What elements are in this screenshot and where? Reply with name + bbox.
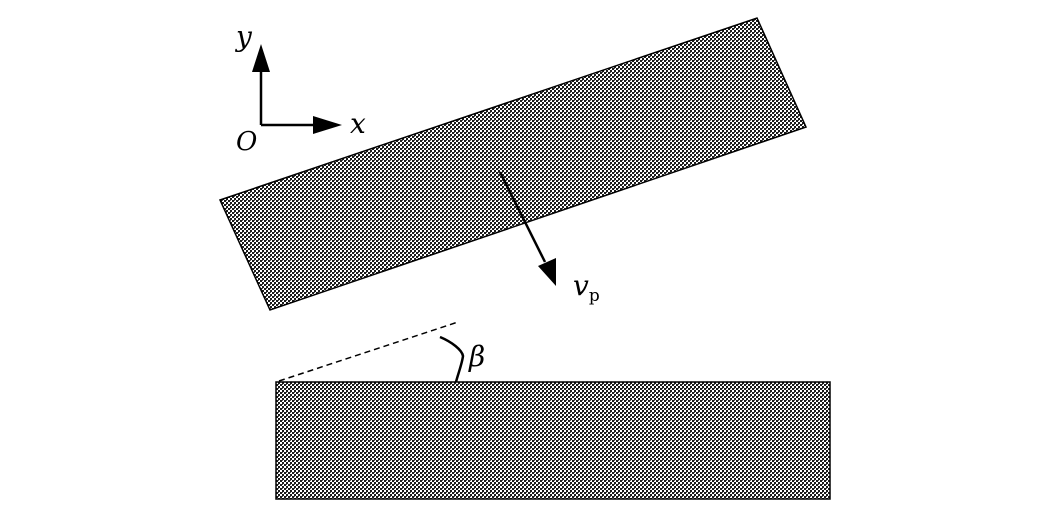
tilted-plate xyxy=(218,17,808,311)
velocity-subscript: p xyxy=(589,286,600,306)
extension-dashed-line xyxy=(278,321,459,382)
origin-label: O xyxy=(236,127,257,157)
coordinate-axes: y x O xyxy=(234,20,366,157)
x-axis-label: x xyxy=(350,107,366,140)
angle-annotation: β xyxy=(278,321,485,383)
velocity-symbol: v xyxy=(573,269,589,302)
angle-arc xyxy=(439,335,465,383)
x-axis-arrowhead xyxy=(313,116,342,134)
velocity-arrowhead xyxy=(538,258,556,286)
velocity-arrow: vp xyxy=(498,171,600,306)
velocity-arrow-line xyxy=(498,171,547,263)
y-axis-arrowhead xyxy=(252,44,270,72)
base-plate xyxy=(275,381,831,500)
velocity-label: vp xyxy=(573,269,600,306)
y-axis-label: y xyxy=(234,20,253,53)
angle-label: β xyxy=(468,340,485,373)
